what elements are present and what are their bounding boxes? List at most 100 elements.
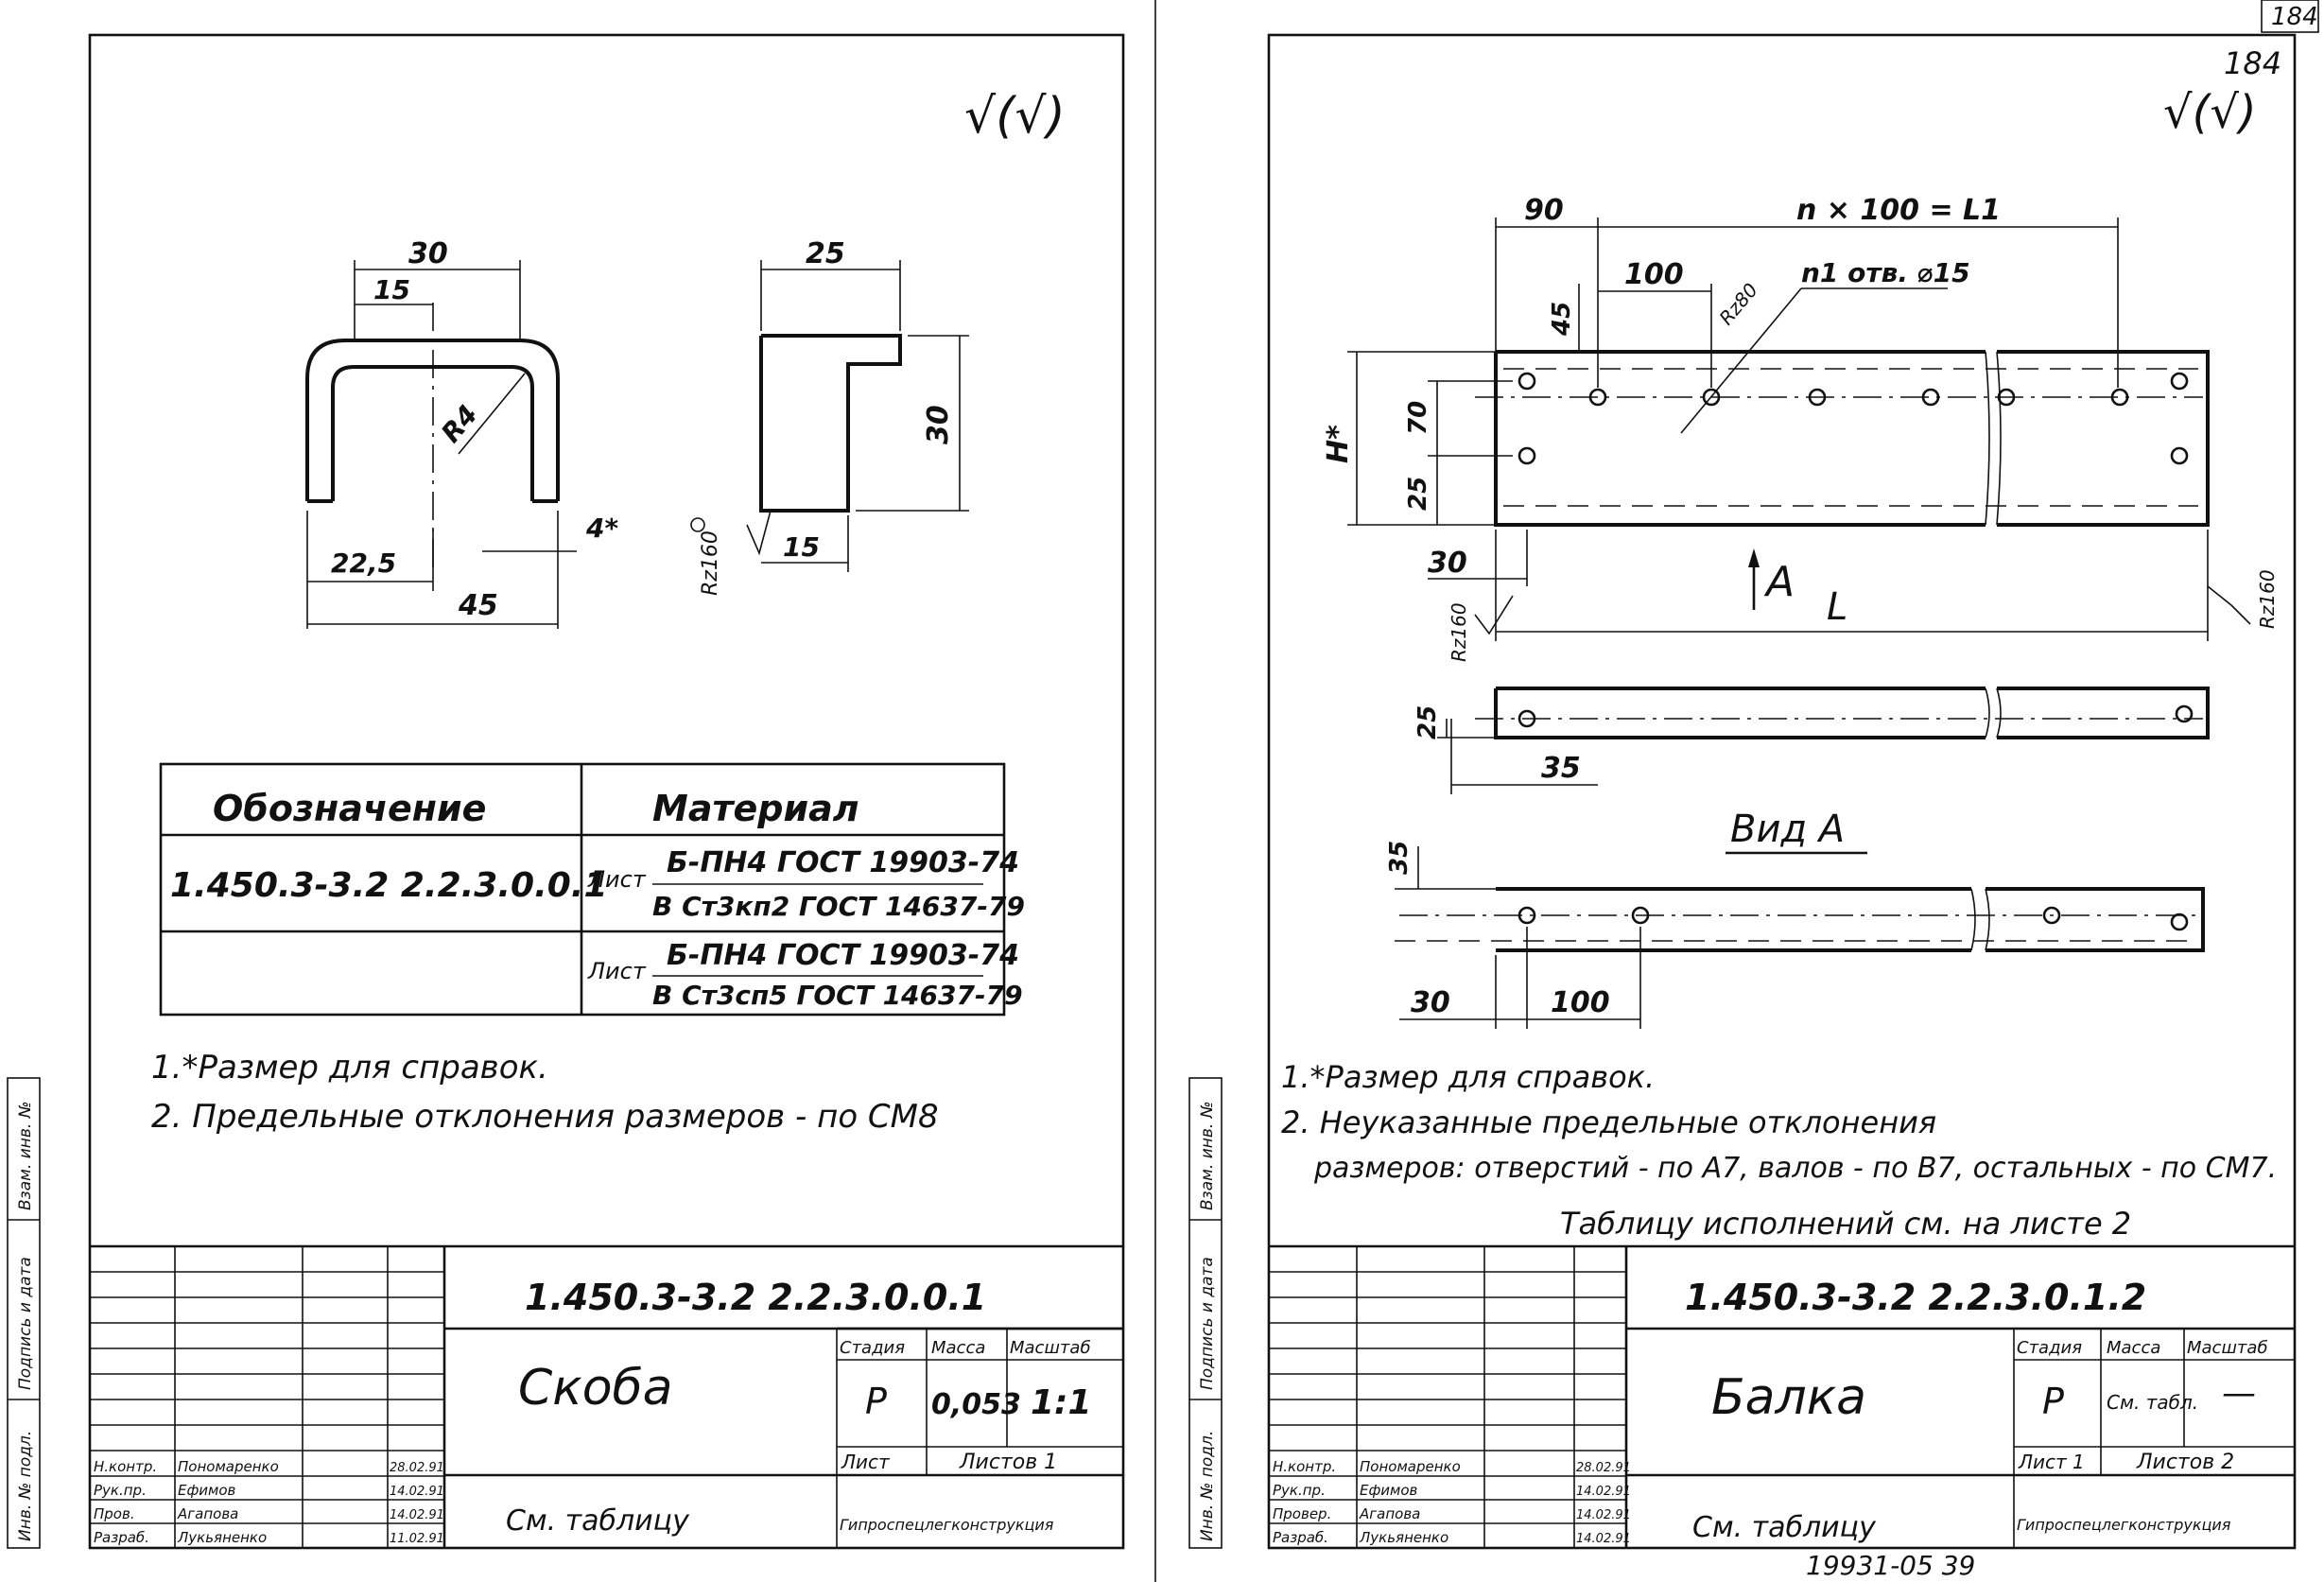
left-note-1: 1.*Размер для справок. <box>151 1049 548 1087</box>
left-note-2: 2. Предельные отклонения размеров - по С… <box>151 1098 939 1136</box>
dim-bottom: 25 <box>1404 477 1432 511</box>
left-name-4: Лукьяненко <box>177 1529 267 1546</box>
dim-length: L <box>1827 585 1847 629</box>
right-title-block: 1.450.3-3.2 2.2.3.0.1.2 Балка Стадия Мас… <box>1269 1244 2295 1548</box>
left-material-ref: См. таблицу <box>506 1504 690 1538</box>
dim-view-a-left: 30 <box>1411 986 1450 1019</box>
beam-plan-view: 25 35 <box>1413 687 2210 794</box>
view-arrow-label: A <box>1763 558 1795 606</box>
right-role-1: Н.контр. <box>1273 1458 1336 1475</box>
right-stamp-replace: Взам. инв. № <box>1198 1102 1217 1210</box>
left-mass-label: Масса <box>931 1338 985 1358</box>
dim-view-a-edge: 35 <box>1385 841 1413 875</box>
left-stamp-sign: Подпись и дата <box>16 1257 35 1390</box>
dim-thickness: 4* <box>585 513 618 544</box>
table-header-material: Материал <box>652 788 859 829</box>
left-role-1: Н.контр. <box>94 1458 157 1475</box>
table-row2-prefix: Лист <box>587 958 647 984</box>
right-mass-label: Масса <box>2107 1338 2160 1358</box>
dim-mid: 70 <box>1404 401 1432 435</box>
right-date-3: 14.02.91 <box>1576 1508 1631 1522</box>
left-title-block: 1.450.3-3.2 2.2.3.0.0.1 Скоба Стадия Мас… <box>90 1244 1123 1548</box>
right-roughness-mark: √(√) <box>2163 86 2257 139</box>
right-role-2: Рук.пр. <box>1273 1482 1326 1499</box>
left-scale: 1:1 <box>1031 1383 1092 1422</box>
right-mass: См. табл. <box>2107 1391 2198 1414</box>
dim-radius: R4 <box>435 399 484 449</box>
left-title: Скоба <box>518 1360 672 1417</box>
table-row2-mat-bottom: В Ст3сп5 ГОСТ 14637-79 <box>652 980 1023 1011</box>
dim-side-height: 30 <box>922 405 955 444</box>
left-stamp-replace: Взам. инв. № <box>16 1102 35 1210</box>
view-a-title: Вид А <box>1730 808 1845 851</box>
right-name-4: Лукьяненко <box>1359 1529 1448 1546</box>
right-sheet-label: Лист 1 <box>2018 1451 2085 1473</box>
dim-view-a-pitch: 100 <box>1551 986 1610 1019</box>
dim-height-ref: Н* <box>1322 425 1355 463</box>
left-date-1: 28.02.91 <box>390 1461 444 1475</box>
table-row2-mat-top: Б-ПН4 ГОСТ 19903-74 <box>667 939 1019 972</box>
left-stage-label: Стадия <box>840 1338 905 1358</box>
left-doc-code: 1.450.3-3.2 2.2.3.0.0.1 <box>525 1277 986 1318</box>
dim-top-outer: 30 <box>408 237 448 270</box>
dim-top-inner: 15 <box>373 274 410 305</box>
rough-left: Rz160 <box>1448 602 1470 662</box>
right-stamp-sign: Подпись и дата <box>1198 1257 1217 1390</box>
left-side-stamp: Инв. № подл. Подпись и дата Взам. инв. № <box>7 1077 41 1549</box>
dim-bottom-half: 22,5 <box>331 548 396 579</box>
front-holes <box>1518 372 2189 465</box>
right-name-1: Пономаренко <box>1360 1458 1461 1475</box>
hole-roughness: Rz80 <box>1714 279 1761 330</box>
left-date-3: 14.02.91 <box>390 1508 444 1522</box>
right-side-stamp-box <box>1188 1077 1223 1549</box>
right-date-1: 28.02.91 <box>1576 1461 1631 1475</box>
left-sheets-label: Листов 1 <box>959 1451 1057 1474</box>
left-name-3: Агапова <box>177 1505 238 1522</box>
right-note-3: размеров: отверстий - по А7, валов - по … <box>1313 1152 2277 1185</box>
right-sheet: 184 184 √(√) Инв. № подл. Подпись и дата… <box>1188 0 2319 1581</box>
table-row1-designation: 1.450.3-3.2 2.2.3.0.0.1 <box>170 866 608 905</box>
left-role-4: Разраб. <box>94 1529 149 1546</box>
right-name-3: Агапова <box>1359 1505 1420 1522</box>
right-date-4: 14.02.91 <box>1576 1532 1631 1546</box>
right-scale-label: Масштаб <box>2187 1338 2268 1358</box>
right-sheet-number: 184 <box>2224 45 2281 81</box>
bracket-front-view: 30 15 R4 22,5 45 4* <box>305 237 618 629</box>
footer-code: 19931-05 39 <box>1806 1550 1975 1581</box>
right-material-ref: См. таблицу <box>1692 1511 1877 1544</box>
dim-holes: n1 отв. ⌀15 <box>1801 257 1970 288</box>
left-date-4: 11.02.91 <box>390 1532 444 1546</box>
left-role-2: Рук.пр. <box>94 1482 147 1499</box>
right-date-2: 14.02.91 <box>1576 1485 1631 1499</box>
dim-plan-offset: 35 <box>1541 752 1581 785</box>
right-stage-label: Стадия <box>2017 1338 2082 1358</box>
dim-pitch-total: n × 100 = L1 <box>1796 194 2001 227</box>
table-row1-mat-top: Б-ПН4 ГОСТ 19903-74 <box>667 846 1019 879</box>
left-sheet: Инв. № подл. Подпись и дата Взам. инв. №… <box>7 33 1125 1550</box>
right-scale: — <box>2222 1374 2256 1413</box>
right-stamp-inv: Инв. № подл. <box>1198 1431 1217 1541</box>
right-doc-code: 1.450.3-3.2 2.2.3.0.1.2 <box>1685 1277 2146 1318</box>
dim-plan-edge: 25 <box>1413 705 1442 739</box>
right-sheets-label: Листов 2 <box>2136 1451 2234 1474</box>
right-note-1: 1.*Размер для справок. <box>1281 1059 1655 1095</box>
left-org: Гипроспецлегконструкция <box>840 1516 1054 1534</box>
left-frame <box>88 33 1125 1550</box>
right-note-2: 2. Неуказанные предельные отклонения <box>1281 1104 1936 1140</box>
left-roughness-mark: √(√) <box>964 88 1066 145</box>
right-title: Балка <box>1711 1369 1866 1426</box>
dim-start: 90 <box>1524 194 1564 227</box>
right-role-3: Провер. <box>1273 1505 1331 1522</box>
view-a: Вид А 35 30 100 <box>1385 808 2205 1029</box>
page-number-box <box>2261 0 2319 33</box>
left-mass: 0,053 <box>931 1388 1021 1421</box>
left-side-stamp-box <box>7 1077 41 1549</box>
dim-side-top: 25 <box>806 237 845 270</box>
right-stage: Р <box>2042 1381 2064 1422</box>
right-name-2: Ефимов <box>1360 1482 1418 1499</box>
page-number: 184 <box>2271 3 2318 31</box>
right-side-stamp: Инв. № подл. Подпись и дата Взам. инв. № <box>1188 1077 1223 1549</box>
dim-top-offset: 45 <box>1548 302 1576 337</box>
materials-table: Обозначение Материал 1.450.3-3.2 2.2.3.0… <box>159 762 1025 1017</box>
